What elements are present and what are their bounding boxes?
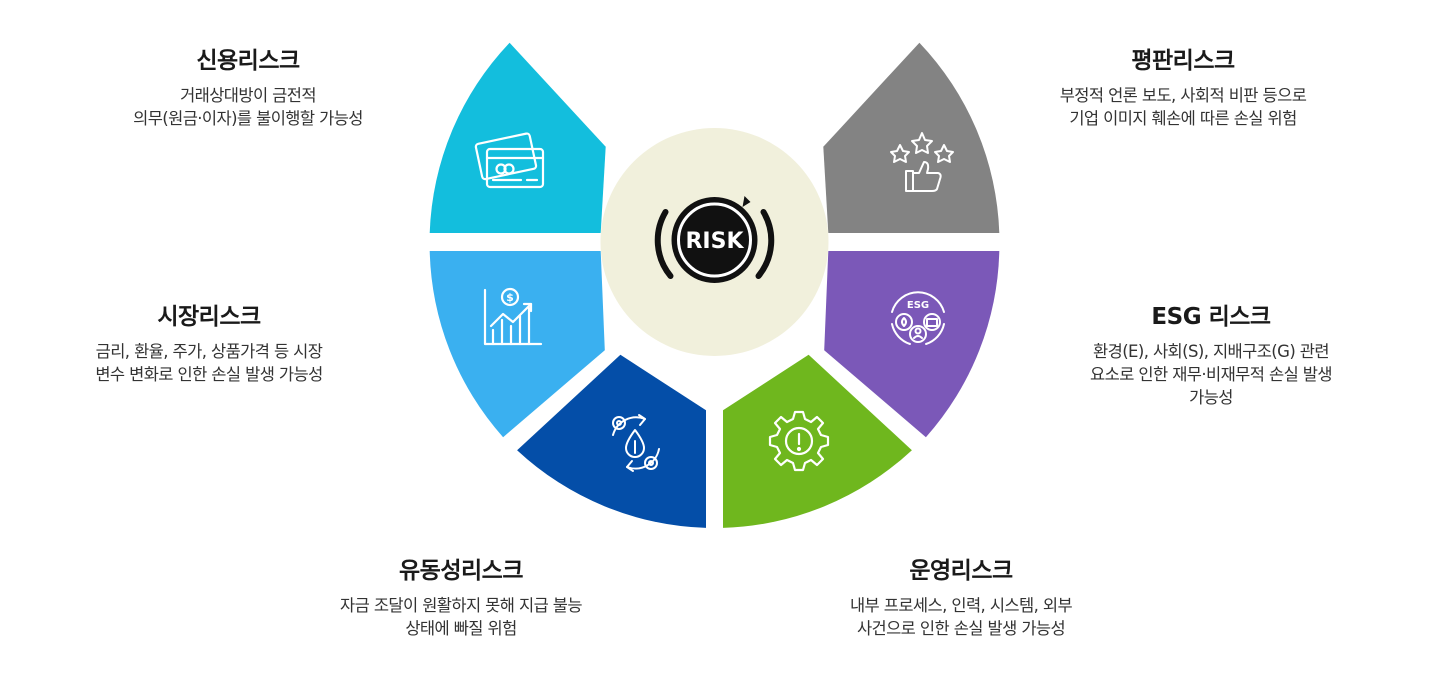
- segment-market: $: [429, 251, 605, 438]
- operational-risk-desc: 내부 프로세스, 인력, 시스템, 외부 사건으로 인한 손실 발생 가능성: [796, 594, 1126, 640]
- segment-reputation: [823, 42, 1000, 234]
- liquidity-risk-title: 유동성리스크: [399, 558, 523, 584]
- segment-liquidity: [517, 354, 706, 528]
- credit-risk-title: 신용리스크: [196, 48, 300, 74]
- esg-icon: ESG: [891, 291, 945, 345]
- esg-risk-desc-line-3: 가능성: [1189, 388, 1233, 407]
- credit-risk-desc-line-1: 거래상대방이 금전적: [180, 86, 316, 105]
- gear-alert-icon: [768, 410, 830, 472]
- credit-risk-desc: 거래상대방이 금전적 의무(원금·이자)를 불이행할 가능성: [88, 84, 408, 130]
- market-risk-desc: 금리, 환율, 주가, 상품가격 등 시장 변수 변화로 인한 손실 발생 가능…: [44, 340, 374, 386]
- liquidity-risk-desc-line-1: 자금 조달이 원활하지 못해 지급 불능: [340, 596, 583, 615]
- credit-card-icon: [474, 132, 545, 189]
- block-market-risk: 시장리스크 금리, 환율, 주가, 상품가격 등 시장 변수 변화로 인한 손실…: [44, 302, 374, 386]
- credit-risk-desc-line-2: 의무(원금·이자)를 불이행할 가능성: [133, 109, 363, 128]
- operational-risk-title: 운영리스크: [909, 558, 1013, 584]
- segment-liquidity-shape: [517, 354, 706, 528]
- block-esg-risk: ESG 리스크 환경(E), 사회(S), 지배구조(G) 관련 요소로 인한 …: [1046, 302, 1376, 409]
- chart-dollar-icon: $: [483, 287, 543, 346]
- reputation-risk-title: 평판리스크: [1131, 48, 1235, 74]
- esg-risk-desc-line-2: 요소로 인한 재무·비재무적 손실 발생: [1090, 365, 1333, 384]
- liquidity-risk-desc: 자금 조달이 원활하지 못해 지급 불능 상태에 빠질 위험: [296, 594, 626, 640]
- reputation-risk-desc-line-1: 부정적 언론 보도, 사회적 비판 등으로: [1059, 86, 1307, 105]
- segment-operation-shape: [723, 354, 912, 528]
- operational-risk-desc-line-1: 내부 프로세스, 인력, 시스템, 외부: [849, 596, 1073, 615]
- center-hub: RISK: [600, 128, 829, 356]
- center-label: RISK: [685, 229, 744, 254]
- segment-credit: [429, 42, 606, 234]
- svg-text:ESG: ESG: [907, 300, 929, 311]
- liquidity-risk-desc-line-2: 상태에 빠질 위험: [405, 619, 517, 638]
- block-reputation-risk: 평판리스크 부정적 언론 보도, 사회적 비판 등으로 기업 이미지 훼손에 따…: [1018, 46, 1348, 130]
- risk-badge-icon: RISK: [654, 196, 775, 283]
- block-liquidity-risk: 유동성리스크 자금 조달이 원활하지 못해 지급 불능 상태에 빠질 위험: [296, 556, 626, 640]
- operational-risk-desc-line-2: 사건으로 인한 손실 발생 가능성: [856, 619, 1066, 638]
- reputation-risk-desc-line-2: 기업 이미지 훼손에 따른 손실 위험: [1069, 109, 1297, 128]
- esg-risk-desc: 환경(E), 사회(S), 지배구조(G) 관련 요소로 인한 재무·비재무적 …: [1046, 340, 1376, 409]
- market-risk-desc-line-1: 금리, 환율, 주가, 상품가격 등 시장: [95, 342, 323, 361]
- market-risk-desc-line-2: 변수 변화로 인한 손실 발생 가능성: [95, 365, 323, 384]
- segment-reputation-shape: [823, 42, 1000, 234]
- reputation-risk-desc: 부정적 언론 보도, 사회적 비판 등으로 기업 이미지 훼손에 따른 손실 위…: [1018, 84, 1348, 130]
- segment-esg-shape: [824, 251, 1000, 438]
- svg-text:$: $: [506, 291, 514, 304]
- block-credit-risk: 신용리스크 거래상대방이 금전적 의무(원금·이자)를 불이행할 가능성: [88, 46, 408, 130]
- cycle-gears-icon: [612, 414, 660, 472]
- block-operational-risk: 운영리스크 내부 프로세스, 인력, 시스템, 외부 사건으로 인한 손실 발생…: [796, 556, 1126, 640]
- segment-esg: ESG: [824, 251, 1000, 438]
- market-risk-title: 시장리스크: [157, 304, 261, 330]
- esg-risk-title: ESG 리스크: [1151, 304, 1271, 330]
- esg-risk-desc-line-1: 환경(E), 사회(S), 지배구조(G) 관련: [1093, 342, 1330, 361]
- segment-operation: [723, 354, 912, 528]
- segment-credit-shape: [429, 42, 606, 234]
- stars-thumbs-up-icon: [890, 132, 954, 192]
